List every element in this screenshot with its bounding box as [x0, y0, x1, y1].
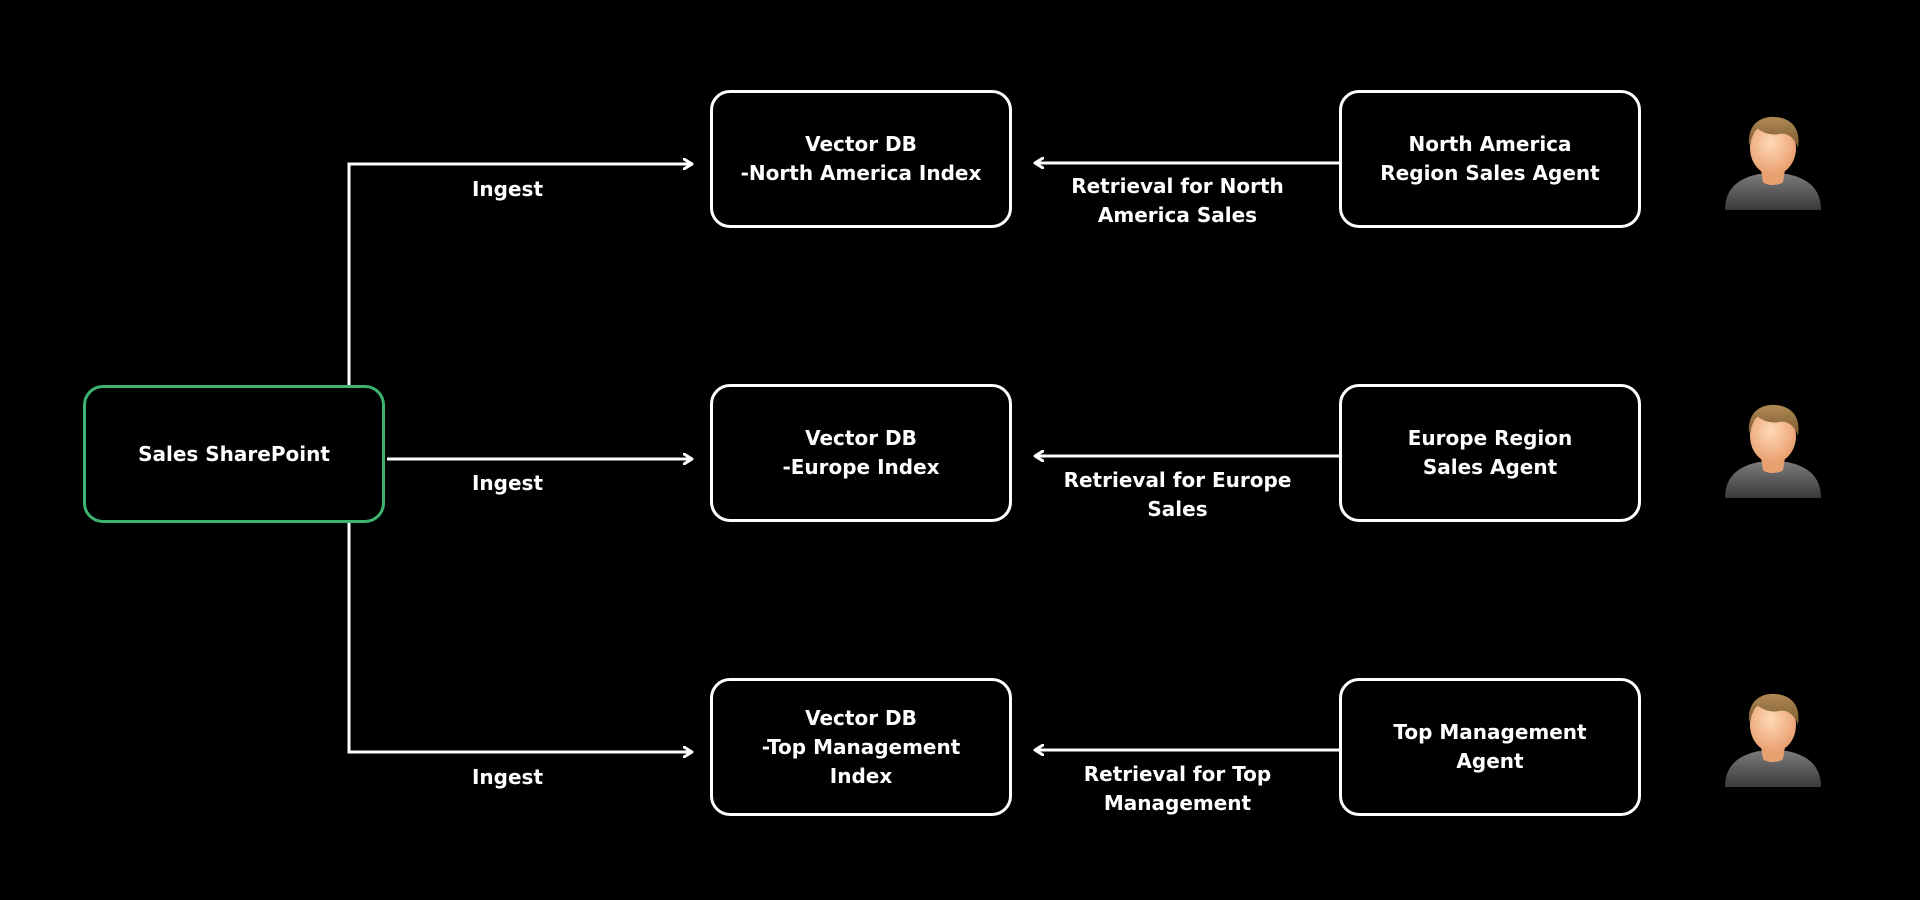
agent-node-label: Europe Region Sales Agent — [1407, 426, 1573, 479]
index-node-label: Vector DB -North America Index — [740, 132, 982, 185]
retrieval-label-north-america: Retrieval for North America Sales — [1071, 174, 1284, 227]
agent-node-top-management: Top Management Agent — [1339, 678, 1641, 816]
user-avatar-icon — [1725, 404, 1821, 498]
retrieval-label-europe: Retrieval for Europe Sales — [1063, 468, 1292, 521]
ingest-arrow-top-management — [347, 522, 692, 752]
index-node-label: Vector DB -Europe Index — [782, 426, 940, 479]
source-node-label: Sales SharePoint — [138, 441, 330, 466]
retrieval-label-top-management: Retrieval for Top Management — [1083, 762, 1272, 815]
ingest-label-top-management: Ingest — [471, 765, 544, 789]
agent-node-north-america: North America Region Sales Agent — [1339, 90, 1641, 228]
index-node-top-management: Vector DB -Top Management Index — [710, 678, 1012, 816]
ingest-label-europe: Ingest — [471, 471, 544, 495]
user-avatar-icon — [1725, 693, 1821, 787]
index-node-north-america: Vector DB -North America Index — [710, 90, 1012, 228]
user-avatar-icon — [1725, 116, 1821, 210]
index-node-europe: Vector DB -Europe Index — [710, 384, 1012, 522]
ingest-label-north-america: Ingest — [471, 177, 544, 201]
source-node-sales-sharepoint: Sales SharePoint — [83, 385, 385, 523]
ingest-arrow-north-america — [347, 164, 692, 385]
agent-node-label: Top Management Agent — [1393, 720, 1587, 773]
index-node-label: Vector DB -Top Management Index — [761, 705, 961, 788]
agent-node-label: North America Region Sales Agent — [1380, 132, 1600, 185]
agent-node-europe: Europe Region Sales Agent — [1339, 384, 1641, 522]
